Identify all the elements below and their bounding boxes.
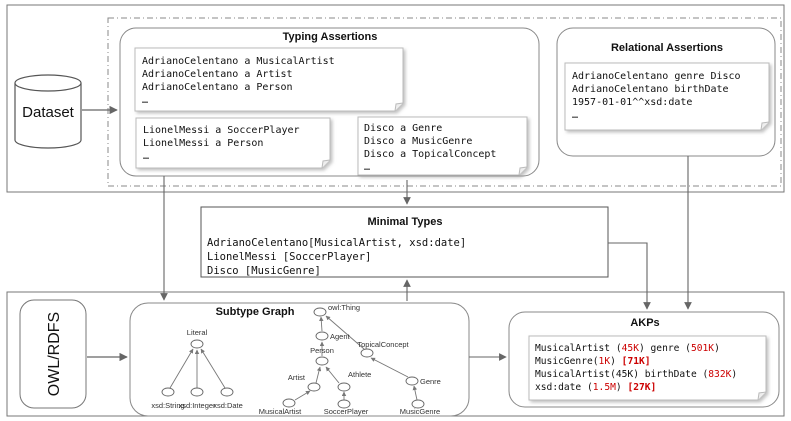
node-music-genre bbox=[411, 399, 425, 409]
minimal-types-title: Minimal Types bbox=[368, 216, 443, 228]
node-genre bbox=[405, 376, 419, 386]
typing-card3-line3: Disco a TopicalConcept bbox=[364, 149, 496, 160]
label-xsd-string: xsd:String bbox=[151, 401, 184, 410]
node-soccer-player bbox=[337, 399, 351, 409]
node-literal bbox=[190, 339, 204, 349]
arrow-minimal-akps bbox=[608, 242, 651, 310]
typing-card1-line4: … bbox=[142, 95, 148, 106]
akps-card bbox=[528, 335, 767, 401]
edge-genre-topical bbox=[370, 357, 409, 378]
label-music-genre: MusicGenre bbox=[400, 407, 440, 416]
label-topical-concept: TopicalConcept bbox=[357, 340, 409, 349]
label-soccer-player: SoccerPlayer bbox=[324, 407, 369, 416]
label-musical-artist: MusicalArtist bbox=[259, 407, 302, 416]
label-owl-thing: owl:Thing bbox=[328, 303, 360, 312]
label-xsd-date: xsd:Date bbox=[213, 401, 243, 410]
node-artist bbox=[307, 382, 321, 392]
node-person bbox=[315, 356, 329, 366]
label-athlete: Athlete bbox=[348, 370, 371, 379]
typing-card-disco: Disco a Genre Disco a MusicGenre Disco a… bbox=[357, 116, 528, 176]
akp-line3: MusicalArtist(45K) birthDate (832K) bbox=[535, 369, 737, 380]
node-musical-artist bbox=[282, 398, 296, 408]
typing-card1-line2: AdrianoCelentano a Artist bbox=[142, 69, 293, 80]
owl-rdfs-box bbox=[19, 299, 87, 409]
edge-musicalartist-artist bbox=[294, 390, 311, 401]
edge-date-literal bbox=[200, 348, 226, 389]
label-literal: Literal bbox=[187, 328, 208, 337]
node-xsd-date bbox=[220, 387, 234, 397]
subtype-graph: Literal xsd:String xsd:Integer xsd:Date … bbox=[151, 303, 441, 416]
edge-string-literal bbox=[169, 348, 194, 389]
relational-card: AdrianoCelentano genre Disco AdrianoCele… bbox=[564, 62, 770, 131]
relational-line3: 1957-01-01^^xsd:date bbox=[572, 97, 692, 108]
akp-line4: xsd:date (1.5M) [27K] bbox=[535, 382, 656, 393]
relational-line1: AdrianoCelentano genre Disco bbox=[572, 71, 741, 82]
typing-assertions-title: Typing Assertions bbox=[283, 31, 378, 43]
typing-card1-line3: AdrianoCelentano a Person bbox=[142, 82, 293, 93]
node-agent bbox=[315, 331, 329, 341]
dashed-region bbox=[107, 17, 782, 187]
minimal-line2: LionelMessi [SoccerPlayer] bbox=[207, 251, 371, 263]
minimal-types-box bbox=[200, 206, 609, 278]
dataset-cylinder: Dataset bbox=[14, 74, 82, 149]
subtype-graph-title: Subtype Graph bbox=[216, 306, 295, 318]
label-agent: Agent bbox=[330, 332, 351, 341]
edge-agent-thing bbox=[319, 316, 324, 332]
typing-card3-line1: Disco a Genre bbox=[364, 123, 442, 134]
edge-topical-thing bbox=[325, 315, 365, 350]
node-xsd-integer bbox=[190, 387, 204, 397]
node-xsd-string bbox=[161, 387, 175, 397]
edge-athlete-person bbox=[325, 366, 340, 384]
typing-card1-line1: AdrianoCelentano a MusicalArtist bbox=[142, 56, 335, 67]
label-person: Person bbox=[310, 346, 334, 355]
label-xsd-integer: xsd:Integer bbox=[178, 401, 216, 410]
relational-line4: … bbox=[572, 110, 578, 121]
label-artist: Artist bbox=[288, 373, 306, 382]
relational-line2: AdrianoCelentano birthDate bbox=[572, 84, 729, 95]
node-athlete bbox=[337, 382, 351, 392]
typing-card3-line4: … bbox=[364, 162, 370, 173]
akp-line2: MusicGenre(1K) [71K] bbox=[535, 356, 651, 367]
relational-assertions-title: Relational Assertions bbox=[611, 42, 723, 54]
edge-musicgenre-genre bbox=[412, 385, 418, 401]
akps-title: AKPs bbox=[630, 317, 659, 329]
node-topical-concept bbox=[360, 348, 374, 358]
edge-artist-person bbox=[315, 366, 322, 384]
minimal-line1: AdrianoCelentano[MusicalArtist, xsd:date… bbox=[207, 237, 466, 249]
label-genre: Genre bbox=[420, 377, 441, 386]
owl-rdfs-label: OWL/RDFS bbox=[46, 312, 63, 396]
typing-card2-line2: LionelMessi a Person bbox=[143, 138, 263, 149]
minimal-line3: Disco [MusicGenre] bbox=[207, 265, 321, 277]
node-owl-thing bbox=[313, 307, 327, 317]
typing-card3-line2: Disco a MusicGenre bbox=[364, 136, 472, 147]
subtype-graph-box bbox=[129, 302, 470, 417]
typing-card-adriano: AdrianoCelentano a MusicalArtist Adriano… bbox=[134, 47, 404, 112]
dataset-label: Dataset bbox=[22, 104, 75, 121]
akp-line1: MusicalArtist (45K) genre (501K) bbox=[535, 343, 720, 354]
typing-card2-line1: LionelMessi a SoccerPlayer bbox=[143, 125, 300, 136]
typing-card2-line3: … bbox=[143, 151, 149, 162]
typing-card-messi: LionelMessi a SoccerPlayer LionelMessi a… bbox=[135, 117, 331, 169]
